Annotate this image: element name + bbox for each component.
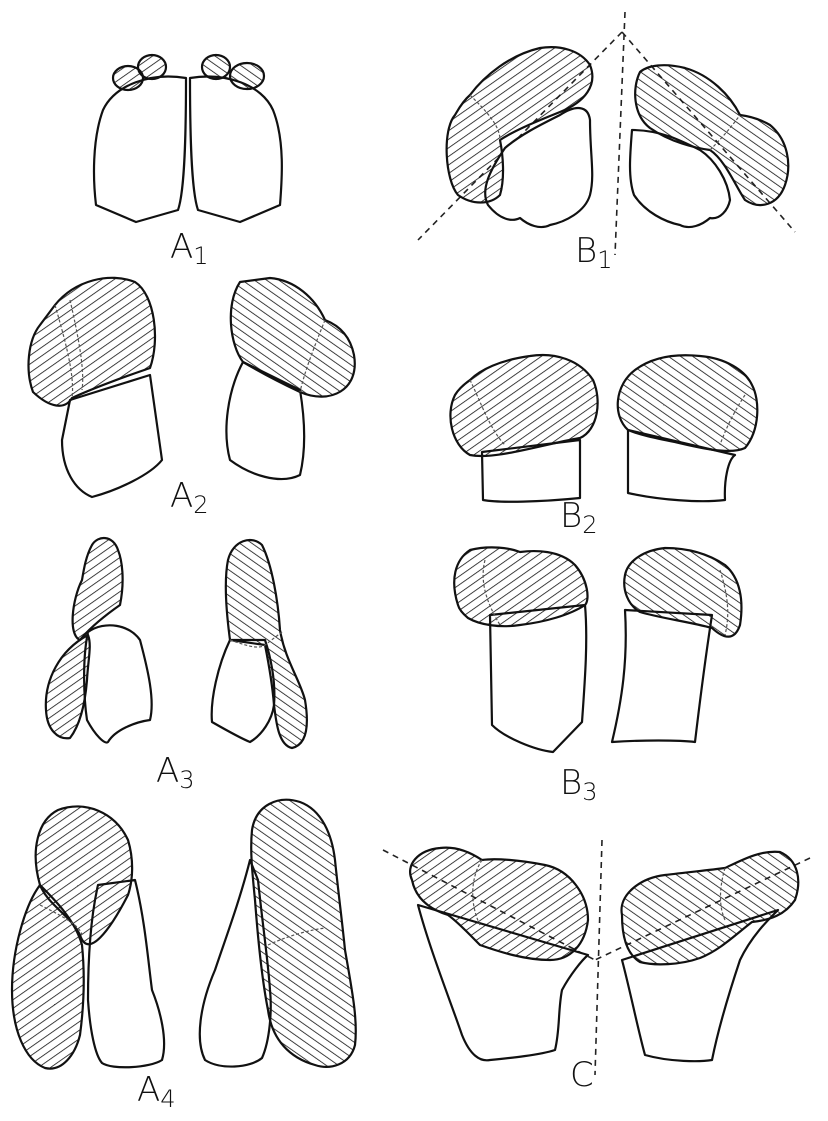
- figure-a2: [29, 278, 355, 497]
- a1-right-nodule-inner: [202, 55, 230, 79]
- figure-b1: [418, 12, 795, 255]
- label-b1: B1: [575, 231, 613, 274]
- c-right-cap: [622, 852, 799, 965]
- label-a2: A2: [170, 476, 209, 519]
- a1-right-nodule-outer: [230, 63, 264, 89]
- figure-a3: [46, 538, 307, 748]
- figure-a4: [12, 800, 356, 1069]
- a3-left-wing: [46, 635, 90, 738]
- label-a1: A1: [170, 227, 209, 270]
- a1-left-lobe: [94, 77, 186, 222]
- label-a3: A3: [156, 751, 195, 794]
- figure-c: [383, 840, 810, 1075]
- a3-right-body: [212, 640, 275, 742]
- label-a4: A4: [137, 1070, 176, 1113]
- a1-left-nodule-inner: [138, 55, 166, 79]
- b3-right-body: [612, 610, 712, 742]
- figure-b2: [450, 355, 757, 502]
- label-b2: B2: [560, 496, 598, 539]
- label-c: C: [570, 1055, 594, 1095]
- b3-left-cap: [454, 547, 587, 626]
- a3-left-body: [84, 625, 152, 742]
- label-b3: B3: [560, 763, 598, 806]
- figure-a1: [94, 55, 282, 222]
- b1-axis-vertical: [615, 12, 625, 255]
- a1-right-lobe: [190, 77, 282, 222]
- figure-b3: [454, 547, 741, 752]
